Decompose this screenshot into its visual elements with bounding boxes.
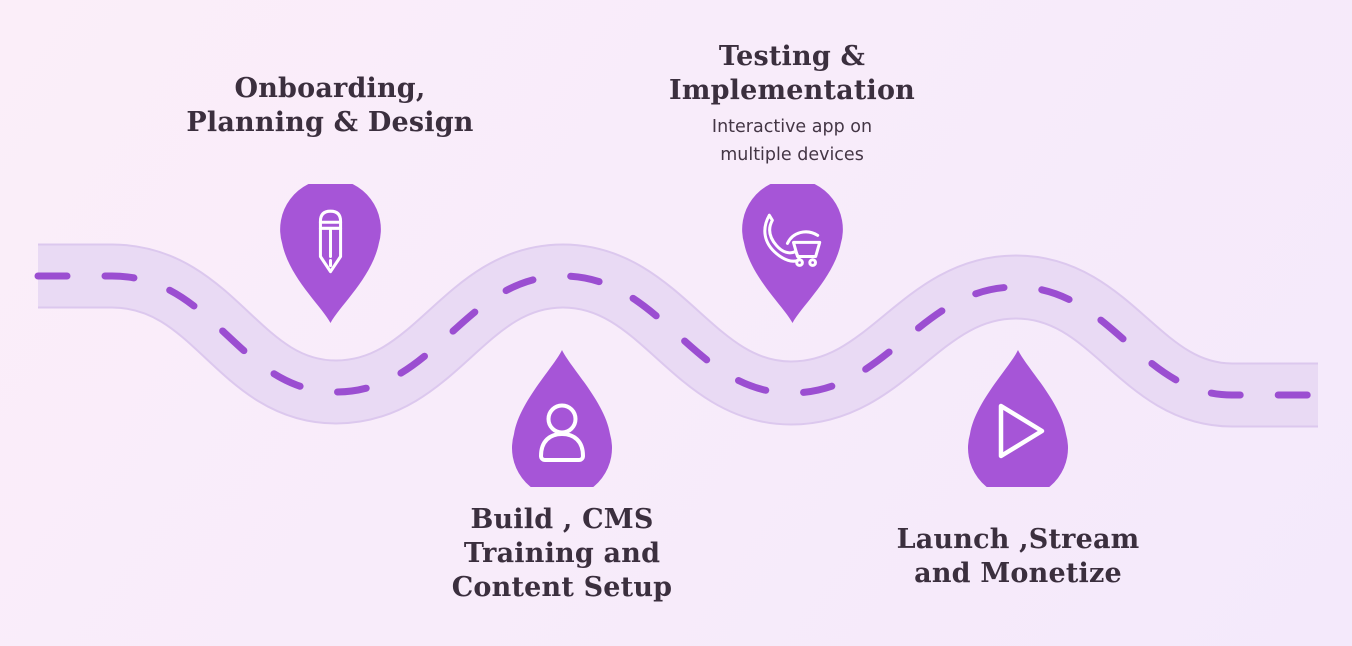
milestone-title: Testing & [718,41,866,72]
person-icon [539,403,585,462]
play-icon [998,403,1045,459]
milestone-title: Content Setup [451,572,673,603]
milestone-title: Launch ,Stream [896,524,1140,555]
milestone-label-testing: Testing & Implementation Interactive app… [622,40,962,169]
milestone-label-launch: Launch ,Stream and Monetize [848,523,1188,591]
milestone-pin-launch [968,350,1068,487]
phone-cart-icon [763,213,822,267]
milestone-pin-build [512,350,612,487]
milestone-pin-testing [742,184,843,323]
milestone-subtitle: Interactive app on multiple devices [711,117,873,165]
milestone-title: Implementation [668,75,916,106]
milestone-pin-onboarding [280,184,381,323]
milestone-title: and Monetize [914,558,1122,589]
pin-shape [512,350,612,487]
milestone-label-onboarding: Onboarding, Planning & Design [160,72,500,140]
milestone-title: Planning & Design [186,107,474,138]
milestone-title: Training and [463,538,661,569]
pencil-icon [318,209,343,274]
road-dash-line [34,272,1322,399]
milestone-title: Build , CMS [470,504,654,535]
milestone-title: Onboarding, [234,73,426,104]
milestone-label-build: Build , CMS Training and Content Setup [392,503,732,605]
